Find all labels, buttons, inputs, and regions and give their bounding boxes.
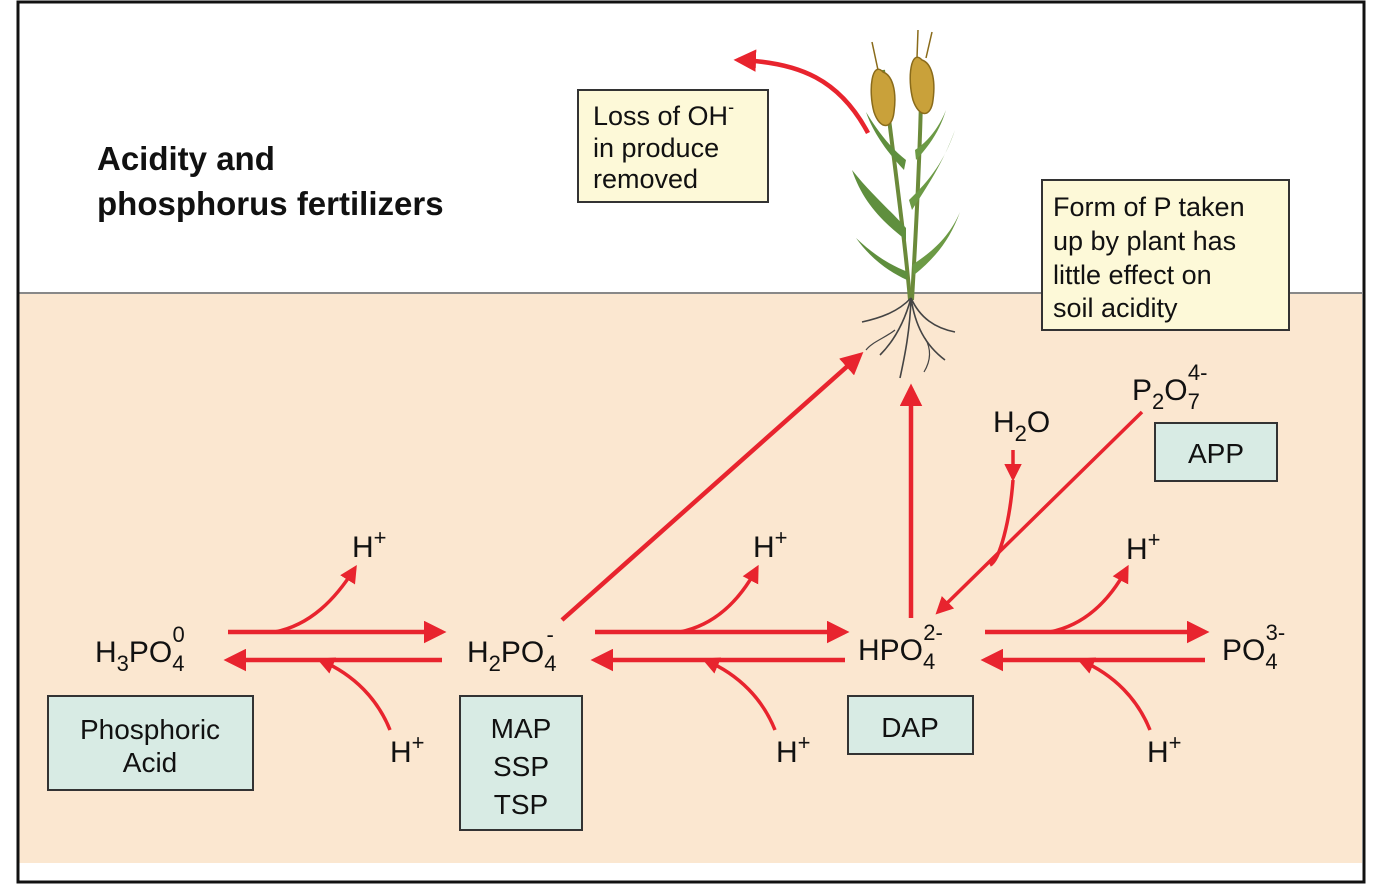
- fertilizer-ssp: SSP: [493, 751, 549, 782]
- title-line-2: phosphorus fertilizers: [97, 185, 444, 222]
- arrow-h-consume-3: [1076, 657, 1152, 731]
- arrow-h2po4-uptake: [560, 352, 864, 622]
- note-loss-box: [577, 89, 769, 203]
- title-line-1: Acidity and: [97, 140, 275, 177]
- note-loss-line-3: removed: [593, 164, 698, 194]
- arrow-h-consume-2: [701, 657, 777, 731]
- proton-consume-1: H+: [390, 730, 425, 769]
- note-form-line-1: Form of P taken: [1053, 192, 1245, 222]
- species-p2o7: P2O74-: [1132, 360, 1207, 414]
- fertilizer-app: APP: [1154, 422, 1278, 482]
- frame-border: [16, 0, 1366, 884]
- fertilizer-map-ssp-tsp: MAP SSP TSP: [459, 695, 583, 831]
- arrow-h-release-2: [679, 564, 759, 634]
- proton-consume-3: H+: [1147, 730, 1182, 769]
- wheat-plant-illustration: [852, 29, 960, 379]
- arrow-h-consume-1: [316, 657, 392, 731]
- proton-release-3: H+: [1126, 527, 1161, 566]
- proton-release-1: H+: [352, 525, 387, 564]
- note-loss-of-oh: Loss of OH- in produce removed: [577, 89, 769, 203]
- proton-release-2: H+: [753, 525, 788, 564]
- species-hpo4: HPO42-: [858, 620, 943, 674]
- species-h2po4: H2PO4-: [467, 622, 557, 676]
- species-h2o: H2O: [993, 406, 1050, 446]
- arrow-h-release-3: [1049, 564, 1129, 634]
- species-h3po4: H3PO40: [95, 622, 185, 676]
- note-form-line-3: little effect on: [1053, 260, 1212, 290]
- arrow-p2o7-to-hpo4: [935, 410, 1144, 615]
- app-box: [1154, 422, 1278, 482]
- fertilizer-dap: DAP: [847, 695, 974, 755]
- note-loss-line-2: in produce: [593, 133, 719, 163]
- map-ssp-tsp-box: [459, 695, 583, 831]
- species-po4: PO43-: [1222, 620, 1285, 674]
- phosphoric-acid-box: [47, 695, 254, 791]
- note-form-box: [1041, 179, 1290, 331]
- phosphoric-acid-line-2: Acid: [123, 747, 177, 778]
- dap-box: [847, 695, 974, 755]
- note-form-of-p: Form of P taken up by plant has little e…: [1041, 179, 1290, 331]
- fertilizer-app-label: APP: [1188, 438, 1244, 469]
- note-form-line-2: up by plant has: [1053, 226, 1236, 256]
- fertilizer-tsp: TSP: [494, 789, 548, 820]
- fertilizer-dap-label: DAP: [881, 712, 939, 743]
- fertilizer-phosphoric-acid: Phosphoric Acid: [47, 695, 254, 791]
- proton-consume-2: H+: [776, 730, 811, 769]
- fertilizer-map: MAP: [491, 713, 552, 744]
- phosphoric-acid-line-1: Phosphoric: [80, 714, 220, 745]
- arrow-h-release-1: [274, 565, 357, 634]
- note-form-line-4: soil acidity: [1053, 293, 1178, 323]
- arrow-h2o-merge: [988, 479, 1015, 567]
- note-loss-line-1: Loss of OH-: [593, 97, 734, 131]
- arrow-loss-oh: [733, 49, 870, 135]
